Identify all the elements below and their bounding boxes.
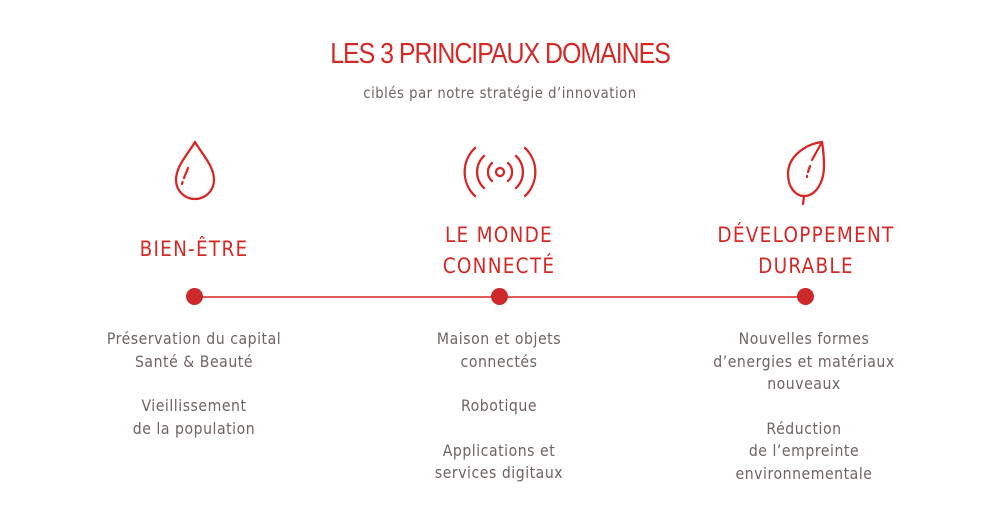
page-subtitle: ciblés par notre stratégie d’innovation	[363, 84, 637, 102]
water-drop-icon	[174, 140, 216, 201]
page-title: LES 3 PRINCIPAUX DOMAINES	[330, 38, 671, 70]
domain-heading-developpement-durable: DÉVELOPPEMENT DURABLE	[717, 223, 895, 278]
wireless-signal-icon	[463, 146, 537, 198]
leaf-icon	[786, 140, 826, 206]
domain-heading-bien-etre: BIEN-ÊTRE	[139, 237, 249, 261]
timeline-dot-2	[491, 288, 508, 305]
domain-heading-monde-connecte: LE MONDE CONNECTÉ	[442, 223, 556, 278]
timeline-dot-3	[797, 288, 814, 305]
timeline-dot-1	[186, 288, 203, 305]
domain-item: Robotique	[460, 396, 538, 415]
